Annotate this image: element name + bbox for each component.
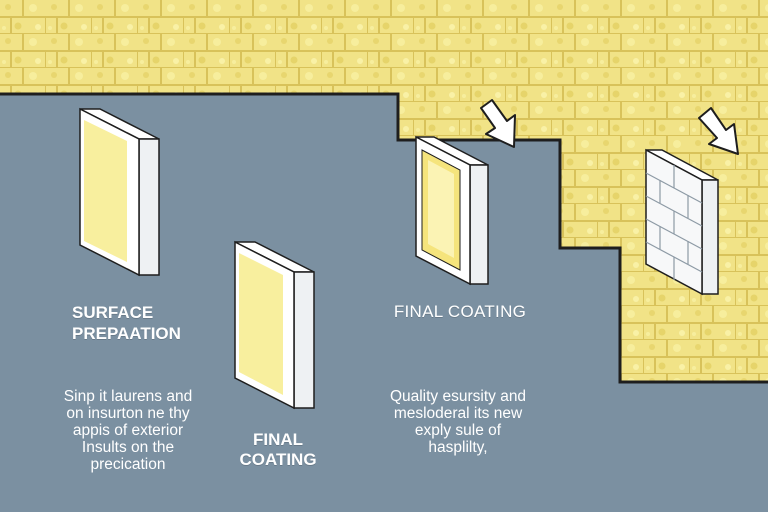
description-line: hasplilty, <box>428 439 488 456</box>
description-line: exply sule of <box>414 422 502 439</box>
description-line: Quality esursity and <box>389 388 527 405</box>
step-label-final-coating-2: FINAL COATING <box>228 430 328 470</box>
panel-icon <box>79 107 160 277</box>
description-line: Sinp it laurens and <box>63 388 193 405</box>
framed-panel-icon <box>415 135 489 286</box>
step-label-line: FINAL <box>252 430 304 449</box>
panel-icon <box>234 240 315 410</box>
description-line: appis of exterior <box>72 422 184 439</box>
step-label-surface-preparation: SURFACE PREPAATION <box>72 302 222 344</box>
step-label-line: SURFACE <box>72 303 154 322</box>
description-line: Insults on the <box>81 439 175 456</box>
insulation-layer <box>0 0 768 382</box>
step-label-final-coating: FINAL COATING <box>393 302 527 321</box>
arrow-icon <box>480 99 516 148</box>
insulation-edge <box>0 92 768 384</box>
description-line: precication <box>90 456 166 473</box>
description-left: Sinp it laurens and on insurton ne thy a… <box>38 388 218 473</box>
description-line: mesloderal its new <box>393 405 523 422</box>
description-right: Quality esursity and mesloderal its new … <box>368 388 548 456</box>
brick-block-icon <box>645 148 719 296</box>
description-line: on insurton ne thy <box>66 405 190 422</box>
step-label-line: COATING <box>239 450 317 469</box>
step-label-line: PREPAATION <box>72 324 181 343</box>
arrow-icon <box>698 107 739 155</box>
